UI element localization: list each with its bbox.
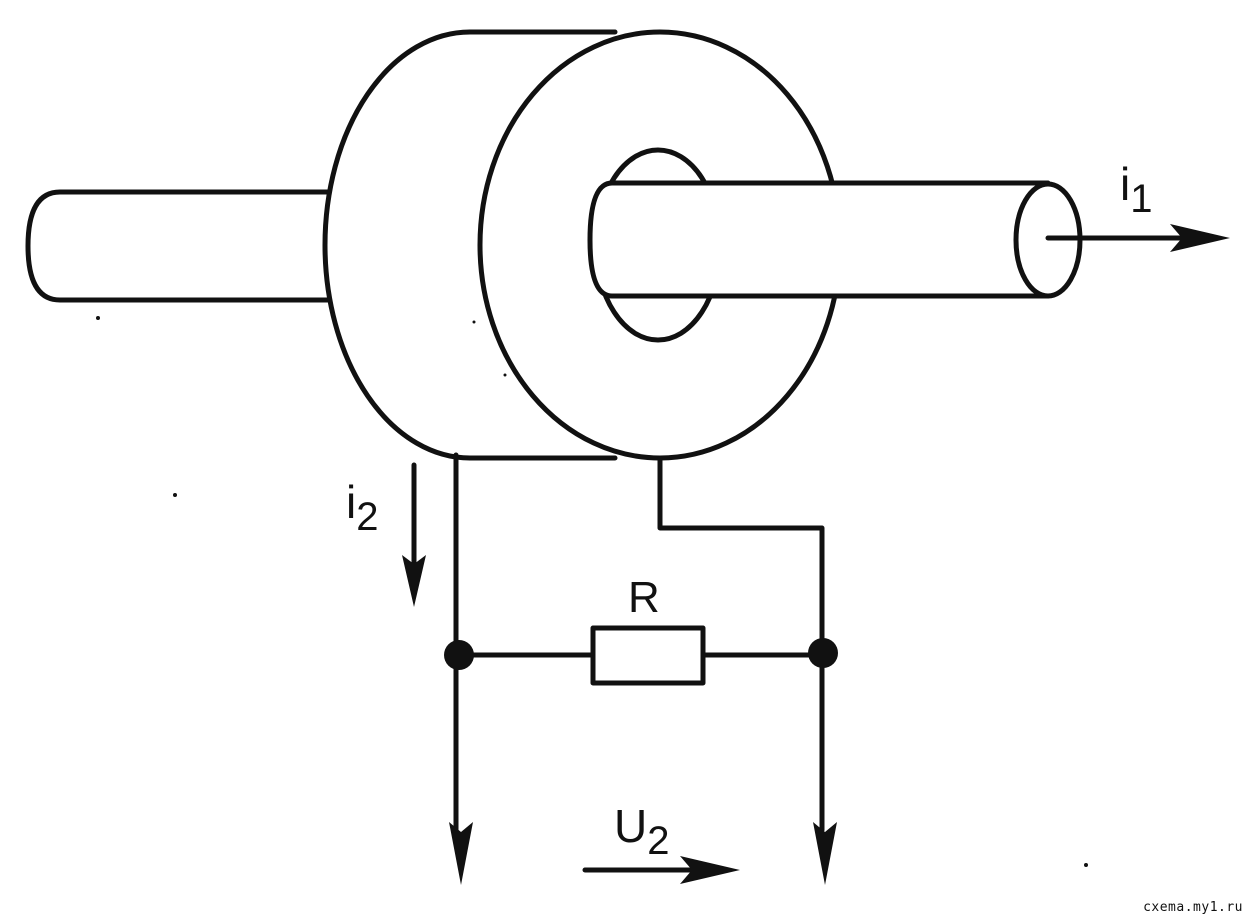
primary-conductor-right [587,180,1083,299]
secondary-leads [453,452,825,833]
i2-arrow [402,462,426,607]
u2-arrow [582,856,740,884]
terminal-arrow-right [813,822,837,885]
i2-label: i2 [346,476,378,539]
terminal-arrow-left [449,822,473,885]
junction-right [808,638,838,668]
i1-arrow [1045,224,1230,252]
resistor-label: R [628,573,660,622]
u2-label: U2 [614,800,669,863]
junction-left [444,640,474,670]
scan-specks [96,316,1088,867]
resistor [590,625,706,686]
i1-label: i1 [1120,158,1152,221]
watermark: cxema.my1.ru [1143,900,1243,915]
primary-conductor-left [25,189,338,303]
